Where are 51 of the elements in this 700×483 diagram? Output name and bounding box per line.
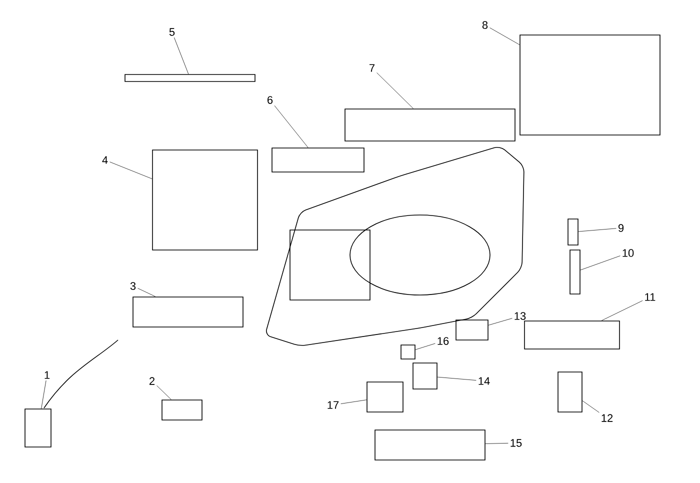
callout-number: 14 — [478, 377, 490, 385]
part-drawing — [152, 150, 258, 250]
leader-line — [274, 105, 308, 148]
callout-number: 12 — [602, 414, 613, 422]
leader-line — [490, 28, 520, 45]
callout-number: 1 — [44, 371, 50, 379]
leader-line — [174, 37, 189, 74]
leader-line — [41, 380, 46, 409]
leader-line — [488, 318, 512, 326]
leader-line — [138, 288, 156, 297]
leader-line — [156, 385, 172, 400]
part-drawing — [412, 362, 438, 390]
callout-number: 5 — [169, 28, 175, 36]
part-drawing — [272, 148, 364, 172]
callout-number: 7 — [370, 64, 375, 72]
leader-line — [578, 228, 616, 232]
leader-line — [437, 376, 476, 381]
callout-number: 4 — [102, 156, 108, 164]
callout-number: 16 — [438, 337, 449, 345]
callout-number: 3 — [130, 282, 136, 290]
leader-line — [582, 400, 600, 413]
leader-line — [376, 72, 414, 109]
part-drawing — [162, 400, 202, 420]
part-drawing — [366, 382, 404, 412]
leader-line — [415, 343, 436, 350]
part-drawing — [400, 344, 416, 360]
callout-number: 13 — [514, 312, 526, 320]
part-drawing — [24, 408, 52, 448]
part-drawing — [124, 74, 256, 82]
part-drawing — [524, 320, 620, 350]
part-drawing — [570, 250, 580, 294]
callout-number: 11 — [645, 293, 656, 301]
leader-line — [485, 442, 508, 444]
callout-number: 6 — [268, 96, 273, 104]
callout-number: 17 — [328, 401, 339, 409]
leader-line — [110, 162, 152, 180]
part-drawing — [344, 108, 516, 142]
part-drawing — [132, 296, 244, 328]
callout-number: 2 — [150, 377, 155, 385]
leader-line — [601, 300, 643, 321]
callout-number: 10 — [622, 249, 634, 257]
leader-line — [580, 256, 620, 270]
part-drawing — [374, 430, 486, 460]
part-drawing — [558, 372, 582, 412]
part-drawing — [520, 34, 660, 136]
callout-number: 15 — [510, 439, 522, 447]
part-drawing — [456, 320, 488, 340]
leader-line — [340, 400, 367, 404]
callout-number: 9 — [618, 224, 624, 232]
callout-number: 8 — [482, 21, 488, 29]
part-drawing — [568, 218, 578, 246]
